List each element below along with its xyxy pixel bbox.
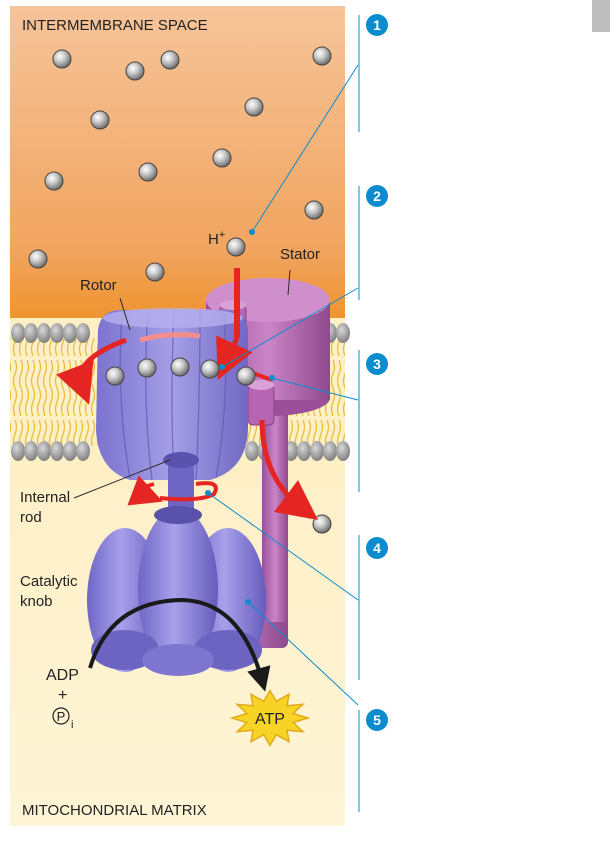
synthesis-arrow [88, 597, 271, 692]
free-protons [28, 46, 332, 534]
catalytic-knob-label-line2: knob [20, 593, 53, 610]
svg-text:P: P [57, 709, 66, 724]
phospholipid-head [37, 441, 51, 461]
plus-sign: + [58, 687, 67, 704]
step-badge-5: 5 [366, 709, 388, 731]
step-callout-lines [207, 15, 360, 812]
intermembrane-space-label: INTERMEMBRANE SPACE [22, 17, 208, 34]
stator-label: Stator [280, 246, 320, 263]
step-badge-1: 1 [366, 14, 388, 36]
svg-text:5: 5 [373, 712, 381, 728]
scrollbar-thumb[interactable] [592, 0, 610, 32]
mitochondrial-matrix-label: MITOCHONDRIAL MATRIX [22, 802, 207, 819]
svg-text:3: 3 [373, 356, 381, 372]
atp-starburst [229, 689, 311, 747]
proton-ball [212, 148, 232, 168]
atp-label: ATP [255, 711, 285, 728]
proton-ball [312, 514, 332, 534]
proton-ball [226, 237, 246, 257]
phospholipid-head [24, 441, 38, 461]
catalytic-knob [87, 506, 266, 676]
rotor-proton-ball [170, 357, 190, 377]
phospholipid-head [76, 441, 90, 461]
phospholipid-head [63, 323, 77, 343]
phospholipid-head [11, 441, 25, 461]
callout-anchor-dots [205, 229, 275, 605]
phospholipid-head [37, 323, 51, 343]
phospholipid-head [336, 441, 350, 461]
internal-rod [163, 452, 199, 518]
phospholipid-head [245, 441, 259, 461]
proton-ball [312, 46, 332, 66]
phospholipid-head [11, 323, 25, 343]
rotor-proton-ball [105, 366, 125, 386]
svg-text:2: 2 [373, 188, 381, 204]
svg-text:i: i [71, 719, 73, 731]
proton-ball [138, 162, 158, 182]
proton-ball [44, 171, 64, 191]
proton-ball [304, 200, 324, 220]
catalytic-knob-label-line1: Catalytic [20, 573, 78, 590]
phospholipid-head [76, 323, 90, 343]
hydrogen-ion-label: H+ [208, 229, 225, 248]
proton-ball [28, 249, 48, 269]
phospholipid-head [24, 323, 38, 343]
rotor-label: Rotor [80, 277, 117, 294]
phospholipid-head [50, 323, 64, 343]
step-badge-4: 4 [366, 537, 388, 559]
internal-rod-label-line2: rod [20, 509, 42, 526]
phospholipid-head [50, 441, 64, 461]
svg-text:4: 4 [373, 540, 381, 556]
step-badge-3: 3 [366, 353, 388, 375]
step-badge-2: 2 [366, 185, 388, 207]
phospholipid-head [336, 323, 350, 343]
label-leader-lines [73, 269, 291, 499]
phospholipid-head [297, 441, 311, 461]
rotor-proton-ball [137, 358, 157, 378]
proton-ball [90, 110, 110, 130]
adp-label: ADP [46, 667, 79, 684]
phospholipid-head [63, 441, 77, 461]
proton-ball [160, 50, 180, 70]
rotor-proton-ball [236, 366, 256, 386]
phosphate-symbol: P i [52, 707, 73, 731]
phospholipid-head [310, 441, 324, 461]
phospholipid-head [323, 441, 337, 461]
proton-ball [125, 61, 145, 81]
rotor [96, 308, 248, 481]
proton-ball [52, 49, 72, 69]
rotor-protons [105, 357, 256, 386]
internal-rod-label-line1: Internal [20, 489, 70, 506]
proton-ball [145, 262, 165, 282]
svg-text:1: 1 [373, 17, 381, 33]
proton-ball [244, 97, 264, 117]
rotor-proton-ball [200, 359, 220, 379]
